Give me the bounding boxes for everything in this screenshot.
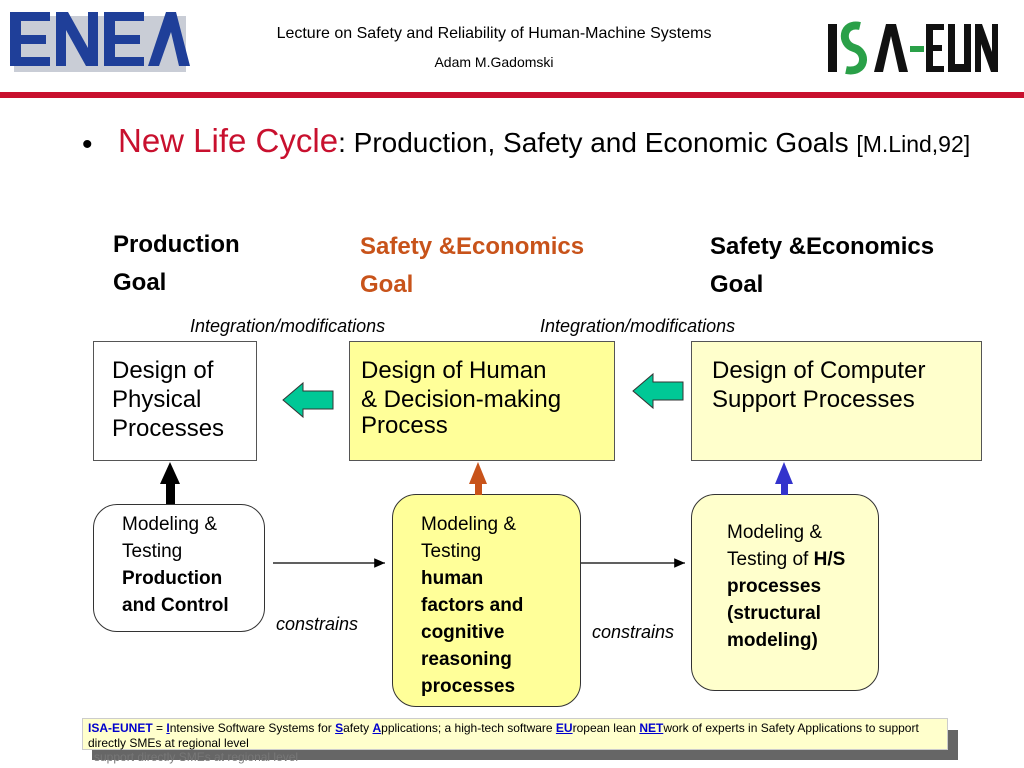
safety-economics-goal-label-2: Safety &Economics Goal [710, 228, 934, 304]
box-line: reasoning [421, 649, 512, 670]
box-line: Testing of H/S [727, 546, 878, 573]
header-author: Adam M.Gadomski [434, 54, 554, 70]
slide-title-ref: [M.Lind,92] [856, 131, 971, 157]
header-divider [0, 92, 1024, 98]
safety-economics-goal-label-1: Safety &Economics Goal [360, 228, 584, 304]
box-line: and Control [122, 595, 229, 616]
box-line: processes [421, 676, 516, 697]
slide-title: New Life Cycle: Production, Safety and E… [118, 123, 998, 162]
box-line: processes [727, 576, 822, 597]
goal-line: Goal [710, 271, 764, 298]
footer-text: pplications; a high-tech software [381, 721, 556, 735]
box-line: Production [122, 568, 223, 589]
box-line: Physical [112, 386, 202, 413]
footer-keyword: A [372, 721, 382, 735]
box-line: cognitive [421, 622, 505, 643]
footer-text: ntensive Software Systems for [169, 721, 336, 735]
goal-line: Safety &Economics [360, 233, 585, 260]
goal-line: Safety &Economics [710, 233, 935, 260]
enea-logo [10, 10, 190, 76]
modeling-human-factors-box: Modeling & Testing human factors and cog… [392, 494, 581, 707]
integration-label-1: Integration/modifications [190, 316, 386, 336]
footer-keyword: NET [639, 721, 664, 735]
teal-left-arrow-1 [282, 381, 334, 419]
isa-eunet-logo [820, 8, 1012, 88]
box-line: Design of [112, 357, 214, 384]
box-line: & Decision-making [361, 386, 562, 413]
box-text-bold: H/S [813, 549, 846, 570]
footer-text: afety [343, 721, 373, 735]
footer-text: work of experts in Safety Applications t… [88, 721, 919, 750]
enea-logo-graphic [10, 12, 190, 72]
footer-ghost-text: support directly SMEs at regional level [94, 750, 299, 764]
up-arrow-orange [469, 462, 487, 495]
footer-text: ropean lean [572, 721, 640, 735]
box-line: (structural [727, 603, 821, 624]
modeling-hs-processes-box: Modeling & Testing of H/S processes (str… [691, 494, 879, 691]
box-line: modeling) [727, 630, 818, 651]
bullet-dot: • [82, 128, 93, 161]
footer-keyword: ISA-EUNET [88, 721, 153, 735]
footer-keyword: EU [555, 721, 573, 735]
box-line: Design of Computer [712, 357, 926, 384]
constrains-label-1: constrains [276, 614, 359, 634]
modeling-production-box: Modeling & Testing Production and Contro… [93, 504, 265, 632]
teal-left-arrow-2 [632, 372, 684, 410]
footer-keyword: I [166, 721, 170, 735]
box-line: Testing [421, 541, 482, 562]
constrains-label-2: constrains [592, 622, 675, 642]
goal-line: Goal [113, 269, 167, 296]
slide-title-rest: Production, Safety and Economic Goals [345, 127, 857, 158]
box-line: Modeling & [421, 514, 517, 535]
goal-line: Production [113, 231, 240, 258]
box-line: Modeling & [727, 522, 823, 543]
box-line: Processes [112, 415, 225, 442]
goal-line: Goal [360, 271, 414, 298]
box-line: Support Processes [712, 386, 915, 413]
footer-banner: ISA-EUNET = Intensive Software Systems f… [82, 718, 948, 750]
box-line: factors and [421, 595, 524, 616]
box-text: Testing of [727, 549, 814, 570]
box-line: Testing [122, 541, 183, 562]
up-arrow-blue [775, 462, 793, 495]
up-arrow-black [160, 462, 180, 504]
isa-eunet-logo-graphic [828, 21, 998, 75]
footer-keyword: S [335, 721, 344, 735]
production-goal-label: Production Goal [113, 226, 240, 302]
box-line: Design of Human [361, 357, 547, 384]
integration-label-2: Integration/modifications [540, 316, 736, 336]
slide-title-colon: : [338, 127, 346, 158]
box-line: Process [361, 412, 448, 439]
design-computer-box: Design of Computer Support Processes [691, 341, 982, 461]
design-human-box: Design of Human & Decision-making Proces… [349, 341, 615, 461]
box-line: Modeling & [122, 514, 218, 535]
slide-title-head: New Life Cycle [118, 122, 339, 159]
box-line: human [421, 568, 484, 589]
design-physical-box: Design of Physical Processes [93, 341, 257, 461]
header-title: Lecture on Safety and Reliability of Hum… [276, 25, 712, 42]
footer-text: = [152, 721, 167, 735]
